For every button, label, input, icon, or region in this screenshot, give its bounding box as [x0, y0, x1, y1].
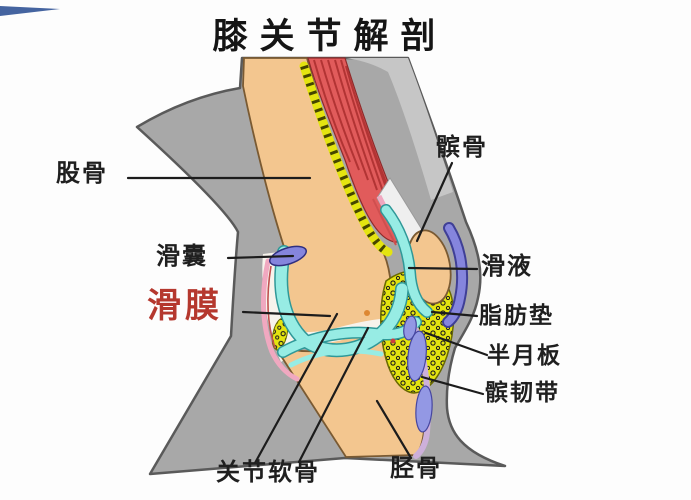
orange-accent-dot	[364, 310, 370, 316]
patellar-ligament-blobs	[403, 315, 433, 433]
femur-label: 股骨	[56, 161, 108, 187]
membrane-red-line	[267, 265, 276, 349]
tibia-pointer-line	[375, 399, 413, 460]
patellar-ligament-label: 髌韧带	[485, 380, 560, 405]
pointer-lines-group	[126, 161, 489, 465]
synovial-band-suprapatellar	[381, 205, 432, 317]
articular-cartilage-pointer-line-1	[253, 312, 339, 465]
corner-streak-decoration	[0, 6, 60, 16]
patellar-ligament-pointer-line	[420, 375, 485, 396]
bursa-pointer-line	[226, 254, 295, 260]
tibia-label: 胫骨	[390, 456, 442, 482]
patella-pointer-line	[415, 161, 454, 243]
synovium-label: 滑膜	[147, 288, 223, 325]
articular-cartilage-pointer-line-2	[297, 326, 370, 464]
page-title: 膝关节解剖	[212, 17, 448, 56]
fat-stripe-band-base	[299, 61, 393, 257]
membrane-pink-strip	[261, 258, 300, 382]
meniscus-pointer-line	[424, 331, 489, 357]
patella-label: 髌骨	[436, 135, 488, 161]
synovial-fluid-pointer-line	[407, 266, 479, 271]
meniscus-label: 半月板	[487, 343, 562, 368]
thigh-front-highlight-shape	[346, 58, 453, 200]
tendon-fiber-red-line	[372, 198, 397, 246]
synovial-fluid-label: 滑液	[481, 254, 533, 280]
prepatellar-crescent-shape	[444, 224, 467, 326]
fat-pad-label: 脂肪垫	[479, 303, 554, 328]
synovial-band-meniscus-lower	[288, 348, 384, 368]
fat-pad-pointer-line	[430, 310, 479, 318]
synovium-pointer-line	[241, 310, 332, 318]
red-accent-dot	[390, 338, 396, 344]
articular-cartilage-label: 关节软骨	[216, 460, 320, 486]
bursa-label: 滑囊	[156, 244, 208, 270]
